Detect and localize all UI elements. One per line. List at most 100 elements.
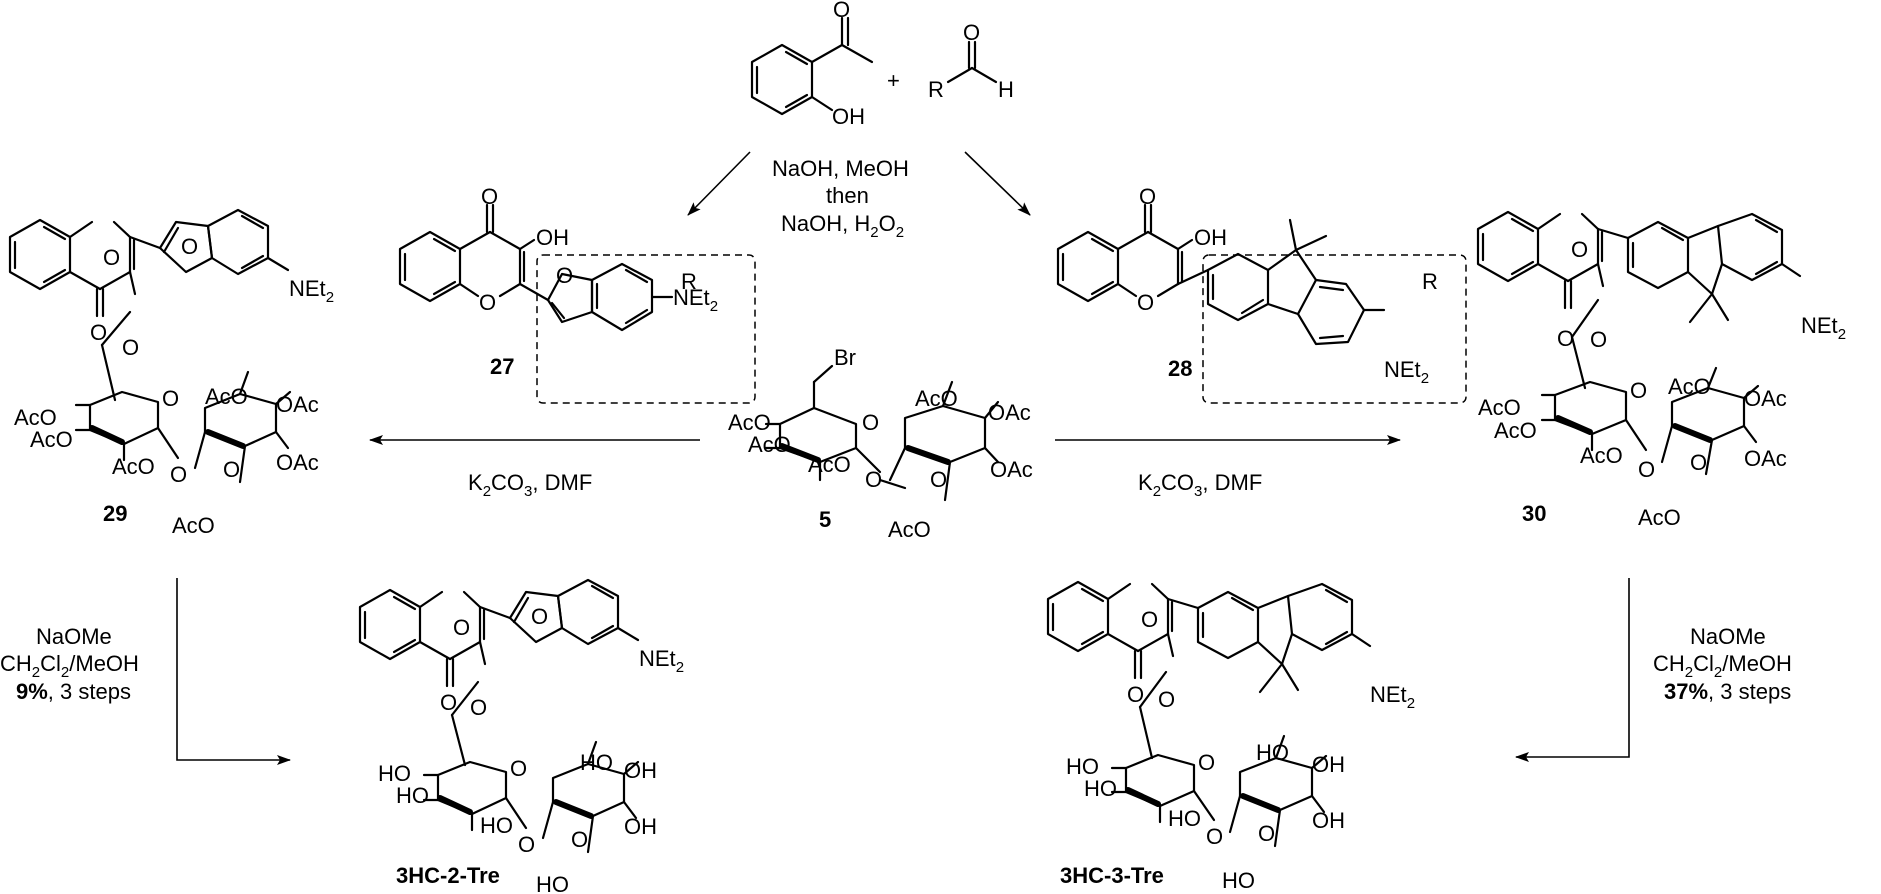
svg-text:NEt2: NEt2	[289, 276, 334, 306]
svg-text:OAc: OAc	[990, 457, 1033, 482]
svg-text:O: O	[862, 410, 879, 435]
svg-text:O: O	[223, 457, 240, 482]
compound-29-structure: O O O O NEt2 AcO AcO AcO O O AcO OAc OAc…	[8, 208, 334, 538]
svg-text:AcO: AcO	[30, 427, 73, 452]
svg-text:O: O	[470, 695, 487, 720]
svg-text:R: R	[1422, 269, 1438, 294]
compound-30-structure: O O O NEt2 AcO AcO AcO O O AcO OAc OAc O…	[1476, 210, 1846, 530]
svg-text:O: O	[1198, 750, 1215, 775]
svg-text:HO: HO	[536, 872, 569, 894]
svg-text:O: O	[479, 290, 496, 315]
svg-text:CH2Cl2/MeOH: CH2Cl2/MeOH	[1653, 651, 1792, 681]
aldehyde-hydrogen: H	[998, 77, 1014, 102]
svg-text:O: O	[481, 184, 498, 209]
conditions-flavonol-synthesis: NaOH, MeOH then NaOH, H2O2	[772, 156, 909, 241]
svg-text:OAc: OAc	[1744, 386, 1787, 411]
svg-text:then: then	[826, 183, 869, 208]
svg-text:NEt2: NEt2	[1801, 313, 1846, 343]
svg-text:O: O	[162, 386, 179, 411]
svg-text:Br: Br	[834, 345, 856, 370]
plus-sign: +	[887, 68, 900, 93]
compound-28-structure: O OH O R NEt2	[1056, 184, 1467, 404]
conditions-deprotection-left: NaOMe CH2Cl2/MeOH 9%, 3 steps	[0, 624, 139, 704]
phenol-oh: OH	[832, 104, 865, 129]
svg-text:O: O	[1571, 237, 1588, 262]
compound-5-label: 5	[819, 507, 831, 532]
svg-text:NEt2: NEt2	[1384, 357, 1429, 387]
svg-text:AcO: AcO	[728, 410, 771, 435]
svg-text:37%, 3 steps: 37%, 3 steps	[1664, 679, 1791, 704]
compound-28-label: 28	[1168, 356, 1192, 381]
arrow-to-27	[687, 151, 751, 216]
svg-text:HO: HO	[1066, 754, 1099, 779]
compound-27-structure: O OH O O R NEt2	[398, 184, 756, 404]
svg-text:AcO: AcO	[14, 405, 57, 430]
svg-text:CH2Cl2/MeOH: CH2Cl2/MeOH	[0, 651, 139, 681]
svg-text:HO: HO	[1256, 740, 1289, 765]
svg-text:OH: OH	[624, 758, 657, 783]
svg-text:OAc: OAc	[988, 400, 1031, 425]
svg-text:O: O	[571, 827, 588, 852]
hydroxyacetophenone: O OH	[750, 0, 874, 129]
r-group-box-27	[536, 254, 756, 404]
svg-text:OH: OH	[536, 225, 569, 250]
svg-text:AcO: AcO	[172, 513, 215, 538]
svg-text:AcO: AcO	[1580, 443, 1623, 468]
svg-text:OAc: OAc	[1744, 446, 1787, 471]
product-3hc-3-tre-structure: O O O NEt2 HO HO HO O O HO OH OH O HO	[1046, 580, 1415, 893]
svg-text:AcO: AcO	[808, 452, 851, 477]
svg-text:R: R	[681, 269, 697, 294]
svg-text:AcO: AcO	[1478, 395, 1521, 420]
svg-text:OH: OH	[624, 814, 657, 839]
svg-text:NEt2: NEt2	[1370, 682, 1415, 712]
svg-text:O: O	[181, 234, 198, 259]
compound-29-label: 29	[103, 501, 127, 526]
svg-text:NaOMe: NaOMe	[36, 624, 112, 649]
compound-27-label: 27	[490, 354, 514, 379]
svg-text:O: O	[510, 756, 527, 781]
aldehyde-oxygen: O	[963, 20, 980, 45]
svg-text:O: O	[103, 245, 120, 270]
svg-text:OAc: OAc	[276, 450, 319, 475]
svg-text:AcO: AcO	[888, 517, 931, 542]
svg-text:AcO: AcO	[1638, 505, 1681, 530]
svg-text:HO: HO	[480, 813, 513, 838]
svg-text:NaOMe: NaOMe	[1690, 624, 1766, 649]
svg-text:AcO: AcO	[748, 432, 791, 457]
svg-text:HO: HO	[378, 761, 411, 786]
svg-text:NEt2: NEt2	[639, 646, 684, 676]
svg-text:O: O	[440, 690, 457, 715]
conditions-deprotection-right: NaOMe CH2Cl2/MeOH 37%, 3 steps	[1653, 624, 1792, 704]
aldehyde-r: R	[928, 77, 944, 102]
svg-text:HO: HO	[1084, 776, 1117, 801]
svg-text:O: O	[1141, 607, 1158, 632]
ketone-oxygen: O	[833, 0, 850, 22]
svg-text:O: O	[1557, 326, 1574, 351]
svg-text:O: O	[1137, 290, 1154, 315]
svg-text:O: O	[453, 615, 470, 640]
svg-text:O: O	[170, 462, 187, 487]
conditions-alkylation-right: K2CO3, DMF	[1138, 470, 1262, 500]
svg-text:OAc: OAc	[276, 392, 319, 417]
svg-text:O: O	[90, 320, 107, 345]
svg-text:OH: OH	[1194, 225, 1227, 250]
svg-text:HO: HO	[1168, 806, 1201, 831]
svg-text:HO: HO	[580, 750, 613, 775]
compound-30-label: 30	[1522, 501, 1546, 526]
svg-text:NaOH, MeOH: NaOH, MeOH	[772, 156, 909, 181]
svg-text:O: O	[1206, 824, 1223, 849]
product-3hc-3-tre-label: 3HC-3-Tre	[1060, 863, 1164, 888]
svg-text:O: O	[1590, 327, 1607, 352]
svg-text:HO: HO	[1222, 868, 1255, 893]
svg-text:NEt2: NEt2	[673, 285, 718, 315]
svg-text:O: O	[1690, 450, 1707, 475]
svg-text:O: O	[1630, 378, 1647, 403]
svg-text:AcO: AcO	[1668, 374, 1711, 399]
svg-text:OH: OH	[1312, 808, 1345, 833]
arrow-to-3hc-2-tre	[176, 578, 291, 765]
svg-text:HO: HO	[396, 783, 429, 808]
svg-text:O: O	[1139, 184, 1156, 209]
svg-text:OH: OH	[1312, 752, 1345, 777]
svg-text:O: O	[556, 263, 573, 288]
